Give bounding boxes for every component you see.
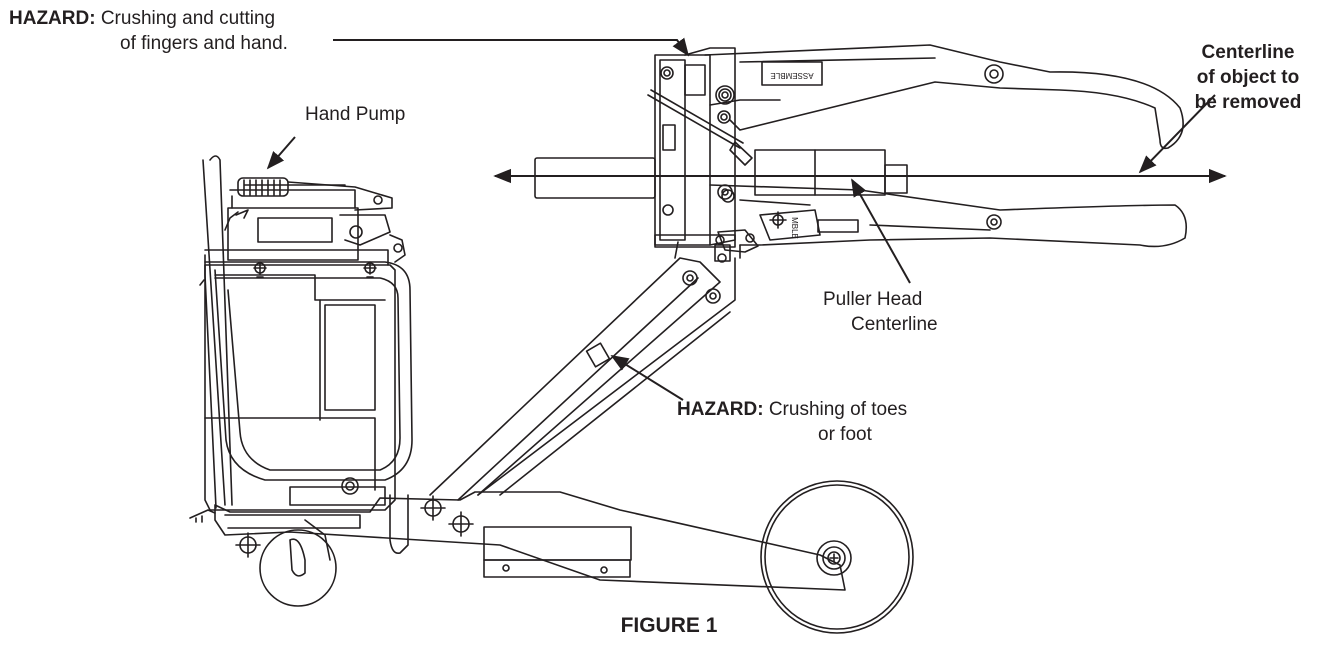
- cart-handle: [204, 261, 413, 481]
- figure-caption: FIGURE 1: [620, 614, 718, 637]
- base-chassis: [189, 491, 846, 591]
- lift-arm: [429, 241, 741, 501]
- hazard-foot-leader: [610, 355, 684, 401]
- upper-jaw: [704, 44, 1184, 150]
- crosshair-bolts: [235, 495, 474, 558]
- hazard-hand-keyword: HAZARD:: [9, 8, 96, 29]
- object-centerline-line1: Centerline: [1201, 42, 1295, 63]
- puller-head-leader: [851, 178, 911, 284]
- puller-head-line1: Puller Head: [823, 289, 923, 310]
- reservoir-tank: [199, 155, 396, 511]
- object-centerline-line3: be removed: [1194, 92, 1302, 113]
- lower-jaw: [709, 184, 1188, 253]
- assemble-decal-bottom: MBLE: [790, 217, 799, 239]
- hand-pump-label: Hand Pump: [305, 104, 406, 125]
- hazard-foot-text1: Crushing of toes: [768, 399, 908, 420]
- hazard-foot-line2: or foot: [818, 424, 872, 445]
- hazard-hand-line1: HAZARD: Crushing and cutting: [9, 7, 275, 30]
- hazard-hand-text1: Crushing and cutting: [100, 8, 276, 29]
- puller-head-block: [654, 47, 736, 263]
- hazard-hand-leader: [333, 37, 690, 57]
- hand-pump-leader: [266, 136, 296, 170]
- pressure-hose: [647, 89, 753, 166]
- front-wheel: [259, 519, 337, 607]
- rear-wheel: [760, 480, 914, 634]
- hazard-foot-keyword: HAZARD:: [677, 399, 764, 420]
- hydraulic-cylinder: [534, 149, 908, 199]
- hand-pump-assembly: [224, 177, 406, 263]
- tank-fittings: [253, 261, 377, 278]
- hazard-foot-line1: HAZARD: Crushing of toes: [677, 398, 907, 421]
- puller-head-line2: Centerline: [851, 314, 938, 335]
- object-centerline-leader: [1138, 94, 1216, 174]
- object-centerline-line2: of object to: [1196, 67, 1300, 88]
- assemble-decal-top: ASSEMBLE: [770, 71, 813, 80]
- hazard-hand-line2: of fingers and hand.: [120, 33, 288, 54]
